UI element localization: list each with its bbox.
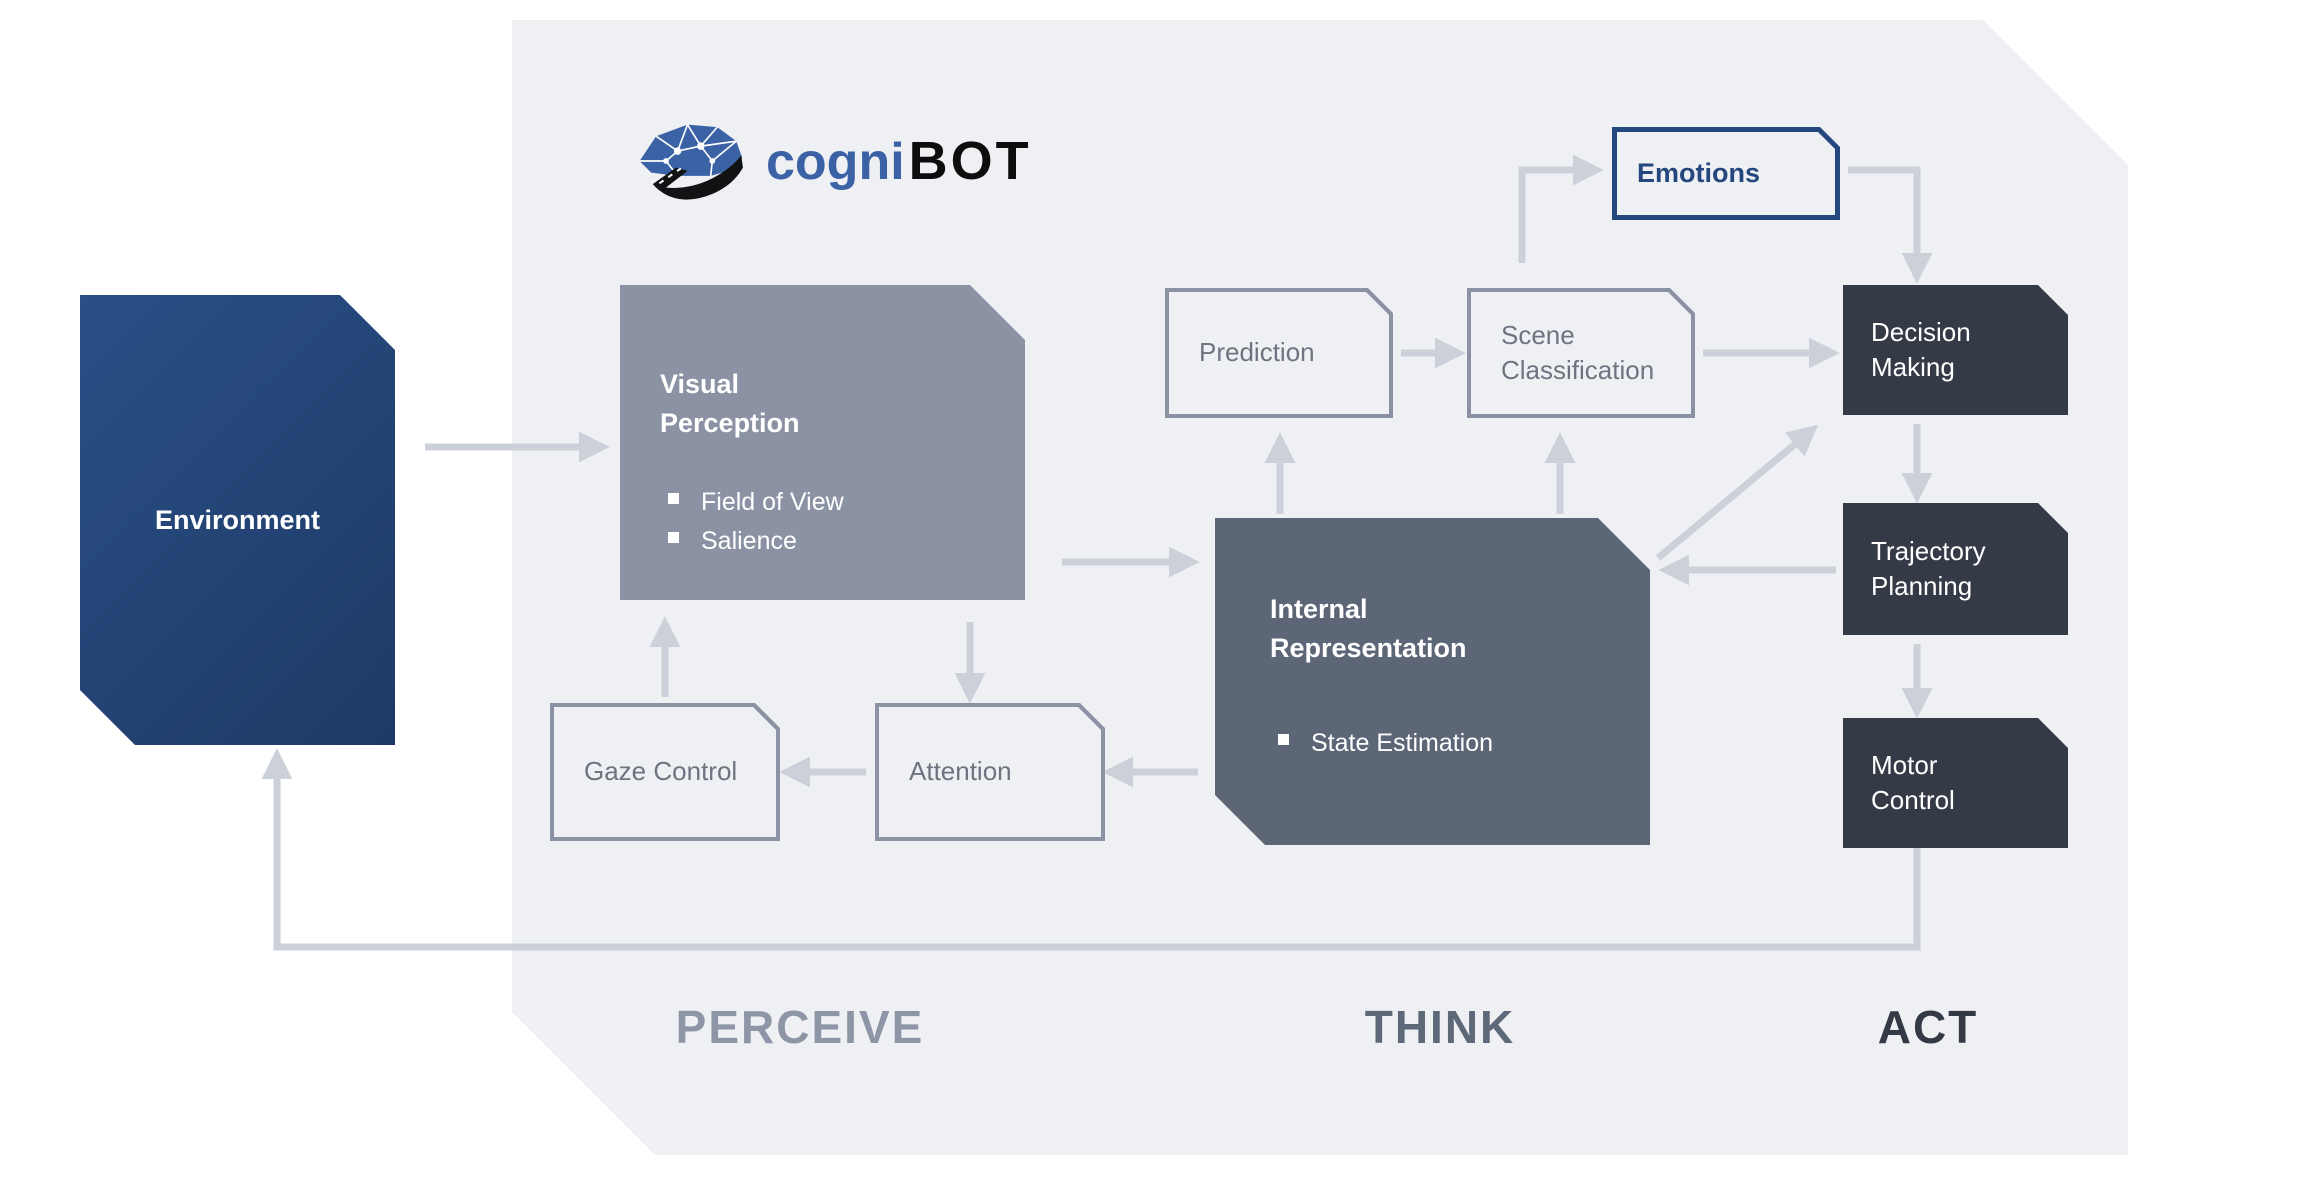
bullet-item: State Estimation <box>1278 724 1620 763</box>
bullet-item: Salience <box>668 522 995 561</box>
attention-label: Attention <box>909 756 1012 787</box>
node-scene-classification: Scene Classification <box>1467 288 1695 418</box>
brand-suffix: BOT <box>908 131 1032 191</box>
scene-classification-label: Scene Classification <box>1501 319 1655 385</box>
bullet-item: Field of View <box>668 483 995 522</box>
prediction-label: Prediction <box>1199 337 1315 368</box>
arrow-motor-control-to-environment-feedback <box>261 748 1921 951</box>
bullet-text: State Estimation <box>1311 729 1494 758</box>
node-motor-control: Motor Control <box>1843 718 2068 848</box>
brand-prefix: cogni <box>766 133 905 191</box>
motor-control-label: Motor Control <box>1871 749 1955 815</box>
brain-circuit-icon <box>639 124 743 200</box>
stage-label-think: THINK <box>1364 1001 1516 1053</box>
stage-label-perceive: PERCEIVE <box>675 1001 925 1053</box>
brand-name: cogni BOT <box>766 130 1032 192</box>
arrow-internal-representation-to-decision-making <box>1655 424 1819 561</box>
node-gaze-control: Gaze Control <box>550 703 780 841</box>
bullet-marker <box>1278 734 1289 745</box>
internal-representation-title: Internal Representation <box>1270 594 1467 664</box>
node-decision-making: Decision Making <box>1843 285 2068 415</box>
node-prediction: Prediction <box>1165 288 1393 418</box>
trajectory-planning-label: Trajectory Planning <box>1871 535 1986 601</box>
bullet-marker <box>668 532 679 543</box>
decision-making-label: Decision Making <box>1871 316 1971 382</box>
bullet-marker <box>668 493 679 504</box>
node-environment: Environment <box>80 295 395 745</box>
node-trajectory-planning: Trajectory Planning <box>1843 503 2068 635</box>
arrow-scene-classification-to-emotions <box>1518 154 1604 263</box>
bullet-text: Field of View <box>701 488 844 517</box>
gaze-control-label: Gaze Control <box>584 756 738 787</box>
node-emotions: Emotions <box>1612 127 1840 220</box>
arrow-emotions-to-decision-making <box>1848 166 1933 284</box>
emotions-label: Emotions <box>1637 158 1761 189</box>
node-visual-perception: Visual Perception Field of View Salience <box>620 285 1025 600</box>
node-attention: Attention <box>875 703 1105 841</box>
logo: cogni BOT <box>628 118 1032 204</box>
internal-representation-bullets: State Estimation <box>1270 724 1620 763</box>
stage-label-act: ACT <box>1877 1001 1979 1053</box>
environment-label: Environment <box>154 504 321 535</box>
node-internal-representation: Internal Representation State Estimation <box>1215 518 1650 845</box>
visual-perception-title: Visual Perception <box>660 369 800 439</box>
bullet-text: Salience <box>701 527 797 556</box>
visual-perception-bullets: Field of View Salience <box>660 483 995 561</box>
